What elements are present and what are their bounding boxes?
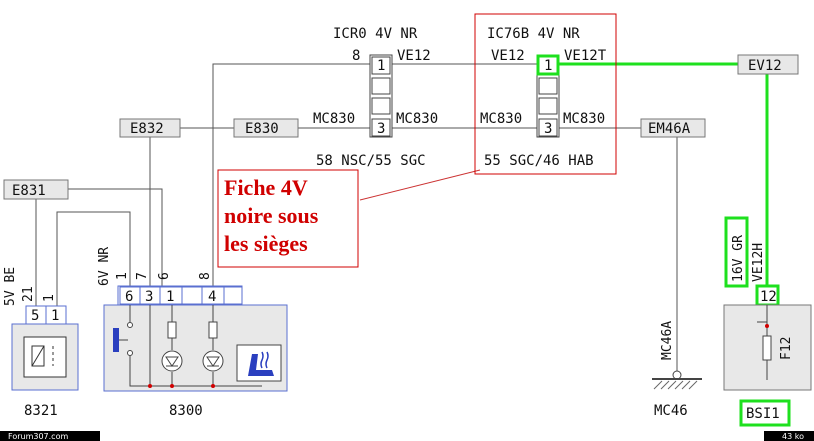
icr0-pin3-box: [371, 118, 391, 137]
8321-pin1: 5: [31, 308, 39, 324]
icr0-mc-right: MC830: [396, 111, 438, 127]
component-8321: 5V BE 21 1 5 1 8321: [3, 267, 79, 419]
icr0-right-label: VE12: [397, 48, 431, 64]
ic76b-sub: 55 SGC/46 HAB: [484, 153, 594, 169]
ic76b-mc-left: MC830: [480, 111, 522, 127]
ic76b-connector: IC76B 4V NR VE12 VE12T 1 3 MC830 MC830 5…: [474, 13, 617, 175]
switch-icon: [113, 328, 119, 352]
e831-label: E831: [12, 183, 46, 199]
bsi-name: BSI1: [746, 406, 780, 422]
ic76b-red-frame: [474, 13, 617, 175]
8321-symbol-frame: [23, 336, 67, 378]
icr0-mc-left: MC830: [313, 111, 355, 127]
8300-pin-4: 4: [208, 289, 216, 305]
icr0-sub: 58 NSC/55 SGC: [316, 153, 426, 169]
bsi-fuse-label: F12: [779, 337, 794, 360]
icr0-connector: ICR0 4V NR 8 VE12 1 3 MC830 MC830 58 NSC…: [313, 26, 438, 169]
8321-relay-icon: [31, 345, 45, 367]
em46a-label: EM46A: [648, 121, 691, 137]
icr0-pin1: 1: [377, 58, 385, 74]
ic76b-pin1: 1: [544, 58, 552, 74]
8300-pin-6: 6: [125, 289, 133, 305]
ic76b-title: IC76B 4V NR: [487, 26, 580, 42]
bsi-pin: 12: [760, 289, 777, 305]
label-boxes: EV12 E832 E830 EM46A E831: [3, 54, 799, 200]
8321-wire-label: 21: [21, 286, 36, 302]
ic76b-mc-right: MC830: [563, 111, 605, 127]
ground-terminal-icon: [672, 370, 682, 380]
wire-e831: [68, 188, 163, 286]
bsi1-module: 16V GR VE12H 12 F12 BSI1: [723, 216, 812, 427]
ic76b-pin1-highlight: [536, 54, 560, 76]
icr0-pin1-box: [371, 56, 391, 75]
bsi-name-highlight: [739, 399, 791, 427]
mc46a-wire-label: MC46A: [660, 321, 675, 360]
8300-conn-label: 6V NR: [97, 247, 112, 286]
highlight-wire: [559, 62, 769, 286]
e831-box: [3, 179, 69, 200]
footer-left: Forum307.com: [8, 432, 68, 441]
bsi-wire-label: VE12H: [751, 243, 766, 282]
8300-wire-7: 7: [135, 272, 150, 280]
8321-wire-label2: 1: [42, 294, 57, 302]
8300-wire-8: 8: [198, 272, 213, 280]
icr0-left-label: 8: [352, 48, 360, 64]
icr0-slot3: [371, 97, 391, 115]
e832-box: [119, 118, 181, 138]
8321-name: 8321: [24, 403, 58, 419]
bsi-conn-label: 16V GR: [731, 235, 746, 282]
annotation-line1: Fiche 4V: [224, 175, 308, 200]
annotation-line2: noire sous: [224, 203, 319, 228]
annotation-pointer: [359, 169, 481, 201]
8300-wire-6: 6: [157, 272, 172, 280]
ic76b-slot3: [538, 97, 558, 115]
8300-pin-3: 3: [145, 289, 153, 305]
e830-label: E830: [245, 121, 279, 137]
footer-bar: Forum307.com 43 ko: [0, 431, 814, 441]
ev12-label: EV12: [748, 58, 782, 74]
em46a-box: [640, 118, 706, 138]
wires: [35, 63, 678, 372]
icr0-title: ICR0 4V NR: [333, 26, 418, 42]
footer-right: 43 ko: [782, 432, 804, 441]
wire-icr0-pin8: [212, 63, 370, 286]
8300-wire-1: 1: [115, 272, 130, 280]
annotation-box: Fiche 4V noire sous les sièges: [217, 169, 359, 268]
ev12-box: [737, 54, 799, 75]
e830-box: [233, 118, 299, 138]
ic76b-right-label: VE12T: [564, 48, 607, 64]
icr0-slot2: [371, 77, 391, 95]
ground-mc46: MC46A MC46: [652, 321, 702, 419]
8300-name: 8300: [169, 403, 203, 419]
annotation-line3: les sièges: [224, 231, 308, 256]
8321-pin2: 1: [51, 308, 59, 324]
icr0-body: [369, 54, 393, 138]
icr0-pin3: 3: [377, 121, 385, 137]
e832-label: E832: [130, 121, 164, 137]
bsi-conn-highlight: [724, 216, 749, 288]
ic76b-left-label: VE12: [491, 48, 525, 64]
wire-8321-8300: [56, 211, 131, 306]
mc46-name: MC46: [654, 403, 688, 419]
8300-pin-1: 1: [166, 289, 174, 305]
8321-conn-label: 5V BE: [3, 267, 18, 306]
ic76b-pin3: 3: [544, 121, 552, 137]
component-8300: 6V NR 1 7 6 8 6 3 1 4: [97, 247, 288, 419]
led-icon-2: [202, 350, 224, 372]
fuse-icon: [762, 335, 772, 361]
led-icon-1: [161, 350, 183, 372]
ic76b-pin3-box: [538, 118, 558, 137]
ic76b-slot2: [538, 77, 558, 95]
